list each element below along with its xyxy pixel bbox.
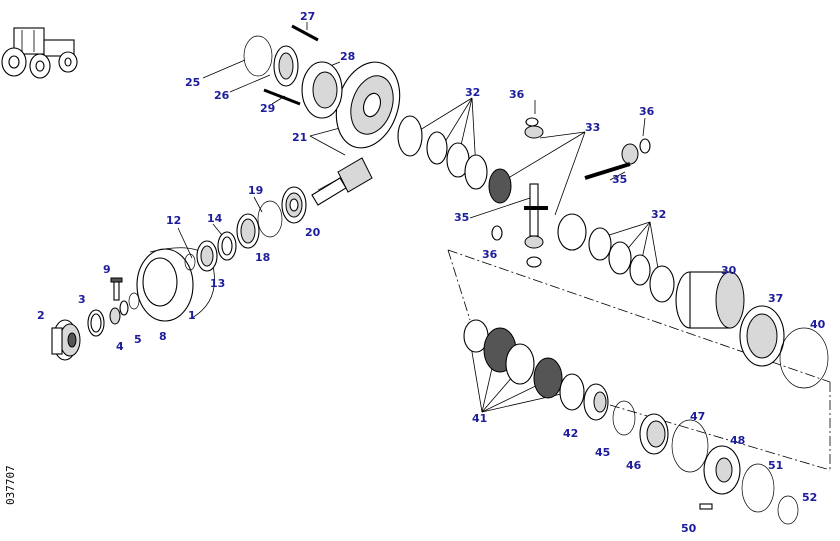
callout-36-bottom: 36 <box>482 248 498 261</box>
oring-part-47 <box>671 419 709 473</box>
callout-52: 52 <box>802 491 818 504</box>
callout-27: 27 <box>300 10 316 23</box>
callout-37: 37 <box>768 292 784 305</box>
bearing-part-18 <box>236 213 260 249</box>
brake-discs-part-41 <box>463 319 585 411</box>
housing-part-1 <box>136 247 215 322</box>
pinion-shaft-part-21 <box>311 157 373 206</box>
callout-48: 48 <box>730 434 746 447</box>
callout-35-right: 35 <box>612 173 628 186</box>
washer-part-5 <box>119 300 129 316</box>
housing-part-30 <box>675 271 745 329</box>
flange-part-2 <box>51 319 81 361</box>
callout-12: 12 <box>166 214 182 227</box>
pin-part-50 <box>699 503 713 510</box>
document-number: 037707 <box>4 465 17 505</box>
bolt-part-9 <box>110 277 123 301</box>
snap-ring-part-19 <box>257 200 283 238</box>
callout-21: 21 <box>292 131 308 144</box>
nut-part-4 <box>109 307 121 325</box>
callout-45: 45 <box>595 446 611 459</box>
oring-part-25 <box>243 35 273 77</box>
seal-part-51 <box>741 463 775 513</box>
callout-19: 19 <box>248 184 264 197</box>
clutch-discs-part-32 <box>397 115 488 190</box>
callout-32-lower: 32 <box>651 208 667 221</box>
circlip-part-52 <box>777 495 799 525</box>
callout-3: 3 <box>78 293 86 306</box>
callout-46: 46 <box>626 459 642 472</box>
callout-36-right: 36 <box>639 105 655 118</box>
assembly-boundary <box>447 249 831 471</box>
bolt-part-27 <box>291 24 319 42</box>
clutch-discs-part-32b <box>588 227 675 303</box>
bearing-part-37 <box>739 305 785 367</box>
callout-47: 47 <box>690 410 706 423</box>
seal-part-40 <box>779 327 829 389</box>
callout-29: 29 <box>260 102 276 115</box>
callout-42: 42 <box>563 427 579 440</box>
callout-8: 8 <box>159 330 167 343</box>
bearing-part-13 <box>196 240 218 272</box>
cover-part-48 <box>703 445 741 495</box>
callout-5: 5 <box>134 333 142 346</box>
callout-50: 50 <box>681 522 697 535</box>
bearing-part-20 <box>281 186 307 224</box>
callout-28: 28 <box>340 50 356 63</box>
callout-33: 33 <box>585 121 601 134</box>
callout-30: 30 <box>721 264 737 277</box>
tractor-icon <box>1 27 78 79</box>
piston-part-42 <box>583 383 609 421</box>
thrust-washers-part-36 <box>491 117 651 268</box>
callout-18: 18 <box>255 251 271 264</box>
callout-14: 14 <box>207 212 223 225</box>
callout-40: 40 <box>810 318 826 331</box>
shaft-part-35 <box>524 162 631 210</box>
snap-ring-part-45 <box>612 400 636 436</box>
callout-25: 25 <box>185 76 201 89</box>
callout-20: 20 <box>305 226 321 239</box>
ring-part-14 <box>217 231 237 261</box>
callout-2: 2 <box>37 309 45 322</box>
callout-35-left: 35 <box>454 211 470 224</box>
carrier-part-28 <box>301 61 343 119</box>
side-gear-part-33 <box>488 125 639 251</box>
oring-part-8 <box>128 292 140 310</box>
callout-41: 41 <box>472 412 488 425</box>
crown-wheel-part-21 <box>335 61 401 149</box>
callout-26: 26 <box>214 89 230 102</box>
callout-36-top: 36 <box>509 88 525 101</box>
callout-13: 13 <box>210 277 226 290</box>
callout-1: 1 <box>188 309 196 322</box>
callout-9: 9 <box>103 263 111 276</box>
shim-part-12 <box>184 253 196 271</box>
bearing-part-26 <box>273 45 299 87</box>
callout-4: 4 <box>116 340 124 353</box>
bolt-part-29 <box>263 88 301 106</box>
callout-32-upper: 32 <box>465 86 481 99</box>
seal-part-3 <box>87 309 105 337</box>
bearing-part-46 <box>639 413 669 455</box>
callout-51: 51 <box>768 459 784 472</box>
